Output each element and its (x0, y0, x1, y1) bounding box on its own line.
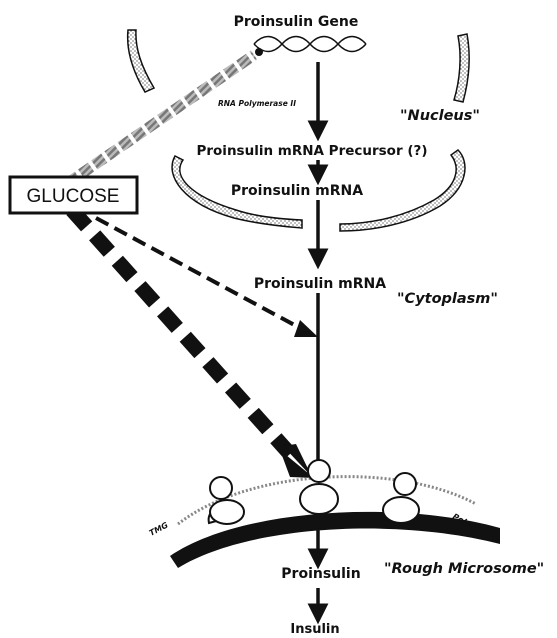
mrna-cytoplasmic-label: Proinsulin mRNA (254, 276, 386, 292)
ribosome-left (209, 477, 244, 524)
tmg-label: TMG (148, 520, 170, 538)
insulin-label: Insulin (290, 622, 339, 637)
glucose-box: GLUCOSE (10, 177, 137, 213)
glucose-label: GLUCOSE (27, 186, 120, 207)
proinsulin-label: Proinsulin (281, 566, 360, 582)
mrna-nuclear-label: Proinsulin mRNA (231, 183, 363, 199)
nucleus-label: "Nucleus" (400, 108, 480, 124)
rna-polymerase-label: RNA Polymerase II (218, 99, 296, 108)
glucose-to-ribosome-arrow (72, 210, 314, 478)
rna-polymerase-dot (255, 48, 263, 56)
proinsulin-gene-label: Proinsulin Gene (234, 14, 359, 30)
mrna-precursor-label: Proinsulin mRNA Precursor (?) (196, 143, 427, 159)
rough-microsome-label: "Rough Microsome" (384, 561, 544, 577)
nuclear-membrane-top-left (128, 30, 154, 92)
dna-helix-icon (254, 37, 366, 52)
ribosome-right (383, 473, 419, 523)
cytoplasm-label: "Cytoplasm" (397, 291, 498, 307)
glucose-to-gene-arrow (68, 55, 254, 183)
nuclear-membrane-top-right (454, 34, 469, 102)
